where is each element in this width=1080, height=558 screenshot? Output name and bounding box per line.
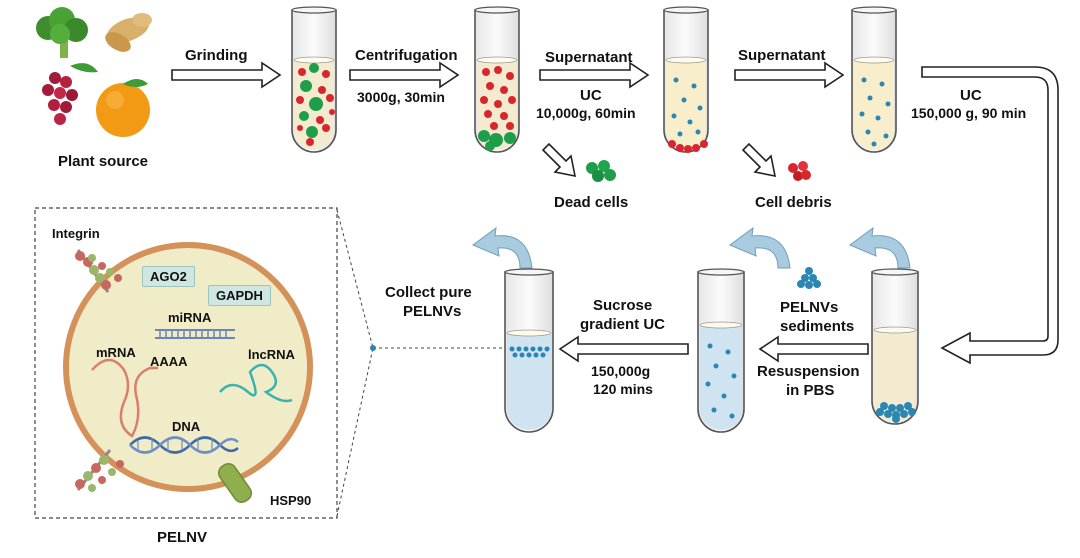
hsp90-label: HSP90 xyxy=(270,493,312,508)
arrow-resuspension xyxy=(758,335,869,363)
supernatant-label-2: Supernatant xyxy=(738,47,826,64)
cell-debris-cluster xyxy=(788,161,811,181)
pelnvs-sediments-cluster xyxy=(797,267,821,289)
curved-arrow-transfer-2 xyxy=(848,226,911,269)
gapdh-label: GAPDH xyxy=(208,285,271,306)
integrin-label: Integrin xyxy=(52,226,100,241)
broccoli-icon xyxy=(36,7,88,58)
uc-label-1: UC xyxy=(580,87,602,104)
tube-pure-pelnv xyxy=(504,268,554,433)
aaaa-label: AAAA xyxy=(150,354,188,369)
curved-arrow-transfer-1 xyxy=(728,226,791,269)
tube-plant-homogenate xyxy=(291,6,337,153)
sucrose-condition-2: 120 mins xyxy=(593,381,653,397)
grinding-label: Grinding xyxy=(185,47,248,64)
plant-source-label: Plant source xyxy=(58,153,149,170)
vesicle xyxy=(63,242,313,492)
dead-cells-cluster xyxy=(586,160,616,182)
ginger-icon xyxy=(105,13,152,52)
arrow-uc-1 xyxy=(539,61,650,89)
zoom-line-bottom xyxy=(336,347,374,517)
dna-helix-icon xyxy=(129,436,239,454)
tube-centrifuged xyxy=(474,6,520,153)
uc-condition-1: 10,000g, 60min xyxy=(536,105,636,121)
zoom-line-top xyxy=(336,209,374,349)
collect-label-1: Collect pure xyxy=(385,284,472,301)
grapes-icon xyxy=(42,63,98,125)
mrna-label: mRNA xyxy=(96,345,136,360)
arrow-dead-cells xyxy=(541,142,577,178)
cell-debris-label: Cell debris xyxy=(755,194,832,211)
uc-label-2: UC xyxy=(960,87,982,104)
tube-pbs-resuspension xyxy=(697,268,745,433)
integrin-bottom-icon xyxy=(75,449,124,492)
tube-supernatant-2 xyxy=(851,6,897,153)
orange-icon xyxy=(96,79,150,137)
sucrose-label-2: gradient UC xyxy=(580,316,666,333)
resuspension-label-1: Resuspension xyxy=(757,363,860,380)
tube-supernatant-1 xyxy=(663,6,709,153)
pelnvs-sediments-label-1: PELNVs xyxy=(780,299,839,316)
uc-condition-2: 150,000 g, 90 min xyxy=(911,105,1027,121)
ago2-label: AGO2 xyxy=(142,266,195,287)
mirna-label: miRNA xyxy=(168,310,212,325)
arrow-supernatant-2 xyxy=(734,61,845,89)
centrifugation-label: Centrifugation xyxy=(355,47,458,64)
mrna-strand-icon xyxy=(91,358,158,438)
collect-label-2: PELNVs xyxy=(403,303,462,320)
sucrose-condition-1: 150,000g xyxy=(591,363,651,379)
lncrna-label: lncRNA xyxy=(248,347,295,362)
tube-pelnv-pellet xyxy=(871,268,919,425)
arrow-sucrose xyxy=(558,335,689,363)
hsp90-icon xyxy=(217,463,253,503)
pelnv-detail-box xyxy=(34,207,338,519)
integrin-top-icon xyxy=(75,249,122,293)
pelnvs-sediments-label-2: sediments xyxy=(780,318,855,335)
pelnv-label: PELNV xyxy=(157,529,208,546)
curved-arrow-collect xyxy=(471,226,533,269)
resuspension-label-2: in PBS xyxy=(786,382,835,399)
dead-cells-label: Dead cells xyxy=(554,194,629,211)
mirna-icon xyxy=(155,329,235,339)
arrow-cell-debris xyxy=(741,142,777,178)
supernatant-label-1: Supernatant xyxy=(545,49,633,66)
arrow-return-loop xyxy=(921,66,1059,365)
dna-label: DNA xyxy=(172,419,201,434)
sucrose-label-1: Sucrose xyxy=(593,297,653,314)
lncrna-icon xyxy=(219,363,293,403)
arrow-grinding xyxy=(171,61,282,89)
centrifugation-condition: 3000g, 30min xyxy=(357,89,445,105)
arrow-centrifugation xyxy=(349,61,460,89)
zoom-point xyxy=(370,345,376,351)
